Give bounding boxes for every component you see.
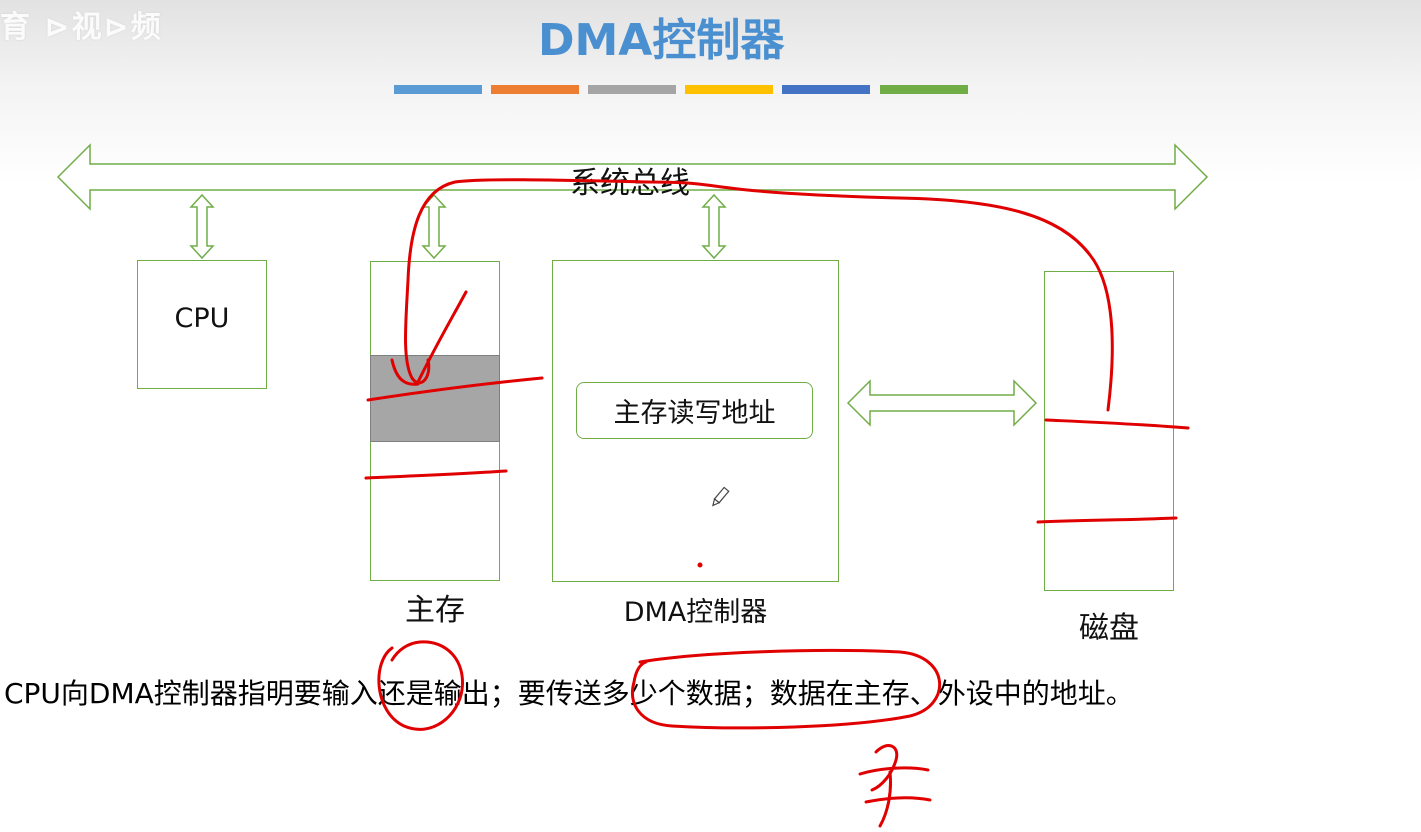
disk-box [1044,271,1174,591]
accent-bar-darkblue [782,85,870,94]
dma-bus-connector [701,193,727,260]
memory-bus-connector [421,193,447,260]
annotation-scribble-1 [870,744,899,792]
disk-label: 磁盘 [1079,611,1139,646]
annotation-scribble-3 [878,770,892,828]
main-memory-label: 主存 [405,593,465,628]
accent-bar-blue [394,85,482,94]
accent-bar-gray [588,85,676,94]
annotation-scribble-4 [864,796,932,804]
cpu-box [137,260,267,389]
title-accent-bars [394,85,970,95]
system-bus-label: 系统总线 [570,166,690,201]
memory-address-register-label: 主存读写地址 [613,398,776,429]
slide-title: DMA控制器 [538,15,785,66]
cpu-label: CPU [174,303,230,334]
watermark: 育 ⊳视⊳频 [0,10,163,45]
accent-bar-orange [491,85,579,94]
annotation-scribble-2 [858,766,930,776]
dma-controller-label: DMA控制器 [623,597,768,628]
accent-bar-yellow [685,85,773,94]
dma-disk-connector [846,379,1038,427]
memory-data-block [370,355,500,442]
accent-bar-green [880,85,968,94]
cpu-bus-connector [189,193,215,260]
caption-text: CPU向DMA控制器指明要输入还是输出；要传送多少个数据；数据在主存、外设中的地… [4,677,1134,710]
